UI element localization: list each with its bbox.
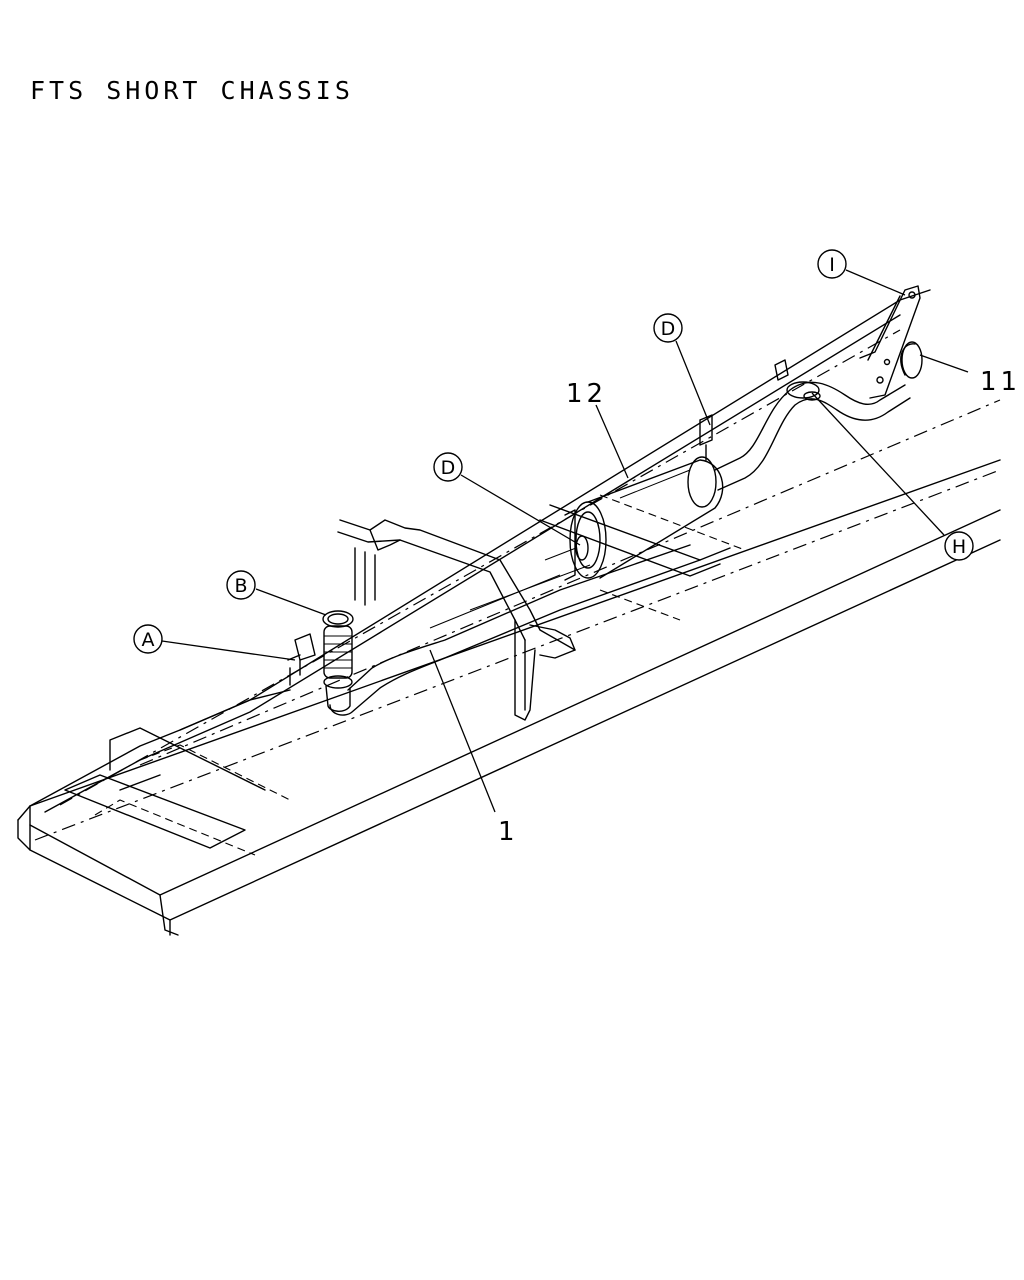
callout-b-label: B bbox=[234, 575, 247, 597]
exhaust-pipe bbox=[329, 544, 701, 716]
part-number-1: 1 bbox=[498, 817, 515, 847]
callout-h-label: H bbox=[952, 536, 966, 558]
callout-d-lower: D bbox=[433, 452, 463, 482]
callout-d-lower-label: D bbox=[441, 457, 456, 479]
callout-b: B bbox=[226, 570, 256, 600]
leader-lines bbox=[161, 269, 969, 813]
part-number-11: 11 bbox=[980, 367, 1021, 397]
callout-i: I bbox=[817, 249, 847, 279]
support-bracket bbox=[337, 519, 576, 721]
tail-pipe bbox=[714, 341, 923, 491]
clamp-h bbox=[774, 359, 821, 401]
callout-a: A bbox=[133, 624, 163, 654]
callout-i-label: I bbox=[829, 254, 835, 276]
callout-d-upper: D bbox=[653, 313, 683, 343]
hanger-d-upper bbox=[699, 414, 713, 461]
diagram-title: FTS SHORT CHASSIS bbox=[30, 76, 354, 105]
callout-a-label: A bbox=[142, 629, 155, 651]
callout-d-upper-label: D bbox=[661, 318, 676, 340]
part-number-12: 12 bbox=[566, 379, 607, 409]
flex-joint bbox=[322, 610, 354, 712]
bracket-i bbox=[859, 285, 921, 399]
frame-rail-far bbox=[29, 289, 1001, 813]
mid-cross-member bbox=[539, 494, 746, 621]
front-cross-member bbox=[64, 727, 291, 856]
callout-h: H bbox=[944, 531, 974, 561]
frame-rail-near bbox=[17, 459, 1001, 936]
